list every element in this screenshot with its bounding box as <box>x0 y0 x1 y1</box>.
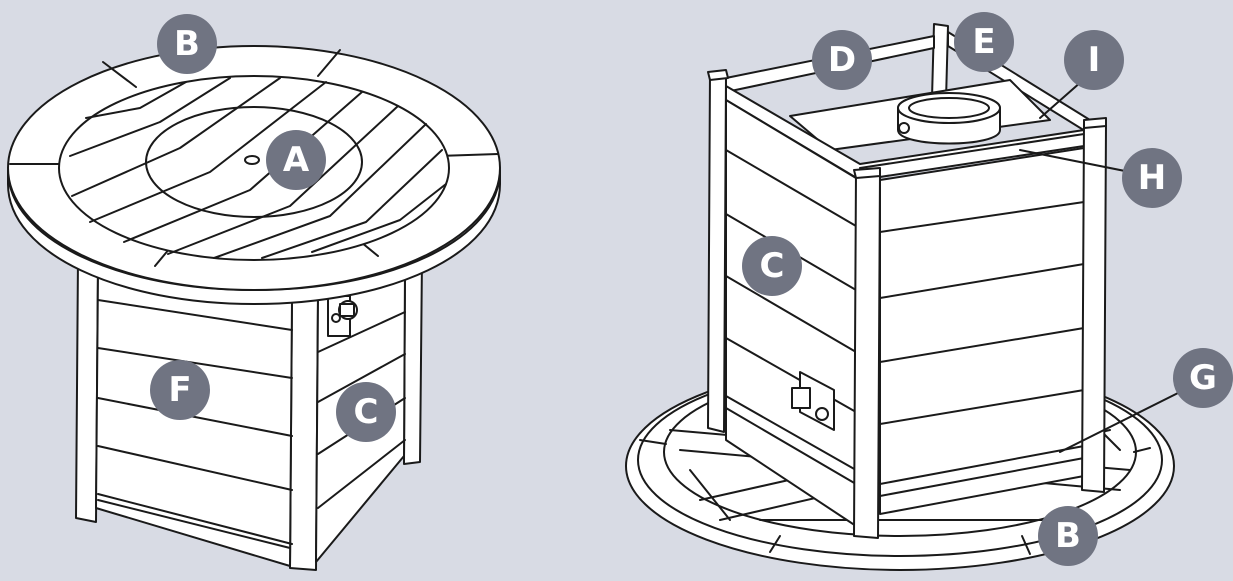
front-panel <box>95 271 293 567</box>
front-right-post <box>1081 121 1107 493</box>
center-front-leg <box>289 289 319 571</box>
callout-c-side-panel-right: C <box>742 236 802 296</box>
exploded-base-assembly <box>625 23 1181 571</box>
gas-valve <box>327 295 358 337</box>
leader-g <box>1059 391 1181 453</box>
front-center-post <box>853 169 881 539</box>
callout-a-center-board: A <box>266 130 326 190</box>
callout-d-back-rail: D <box>812 30 872 90</box>
front-side-panel <box>879 147 1085 515</box>
callout-h-front-rail: H <box>1122 148 1182 208</box>
base-ring-segment-lines <box>639 439 1151 555</box>
callout-g-pipe: G <box>1173 348 1233 408</box>
callout-f-front-panel: F <box>150 360 210 420</box>
assembled-fire-table <box>7 45 501 571</box>
burner-ring <box>897 92 1001 145</box>
callout-i-bracket: I <box>1064 30 1124 90</box>
callout-e-corner: E <box>954 12 1014 72</box>
front-panel-slats <box>97 299 293 549</box>
burner-cover-outline <box>145 106 363 218</box>
left-front-leg <box>75 257 99 523</box>
tabletop-inner-board <box>58 75 450 261</box>
front-side-slats <box>879 201 1085 497</box>
callout-b-base-ring: B <box>1038 506 1098 566</box>
tabletop-slats <box>69 77 447 259</box>
callout-c-side-panel-left: C <box>336 382 396 442</box>
side-valve <box>791 371 835 431</box>
back-left-post <box>707 71 727 433</box>
callout-b-tabletop-ring: B <box>157 14 217 74</box>
center-hole <box>244 155 260 165</box>
right-rear-leg <box>403 257 423 465</box>
